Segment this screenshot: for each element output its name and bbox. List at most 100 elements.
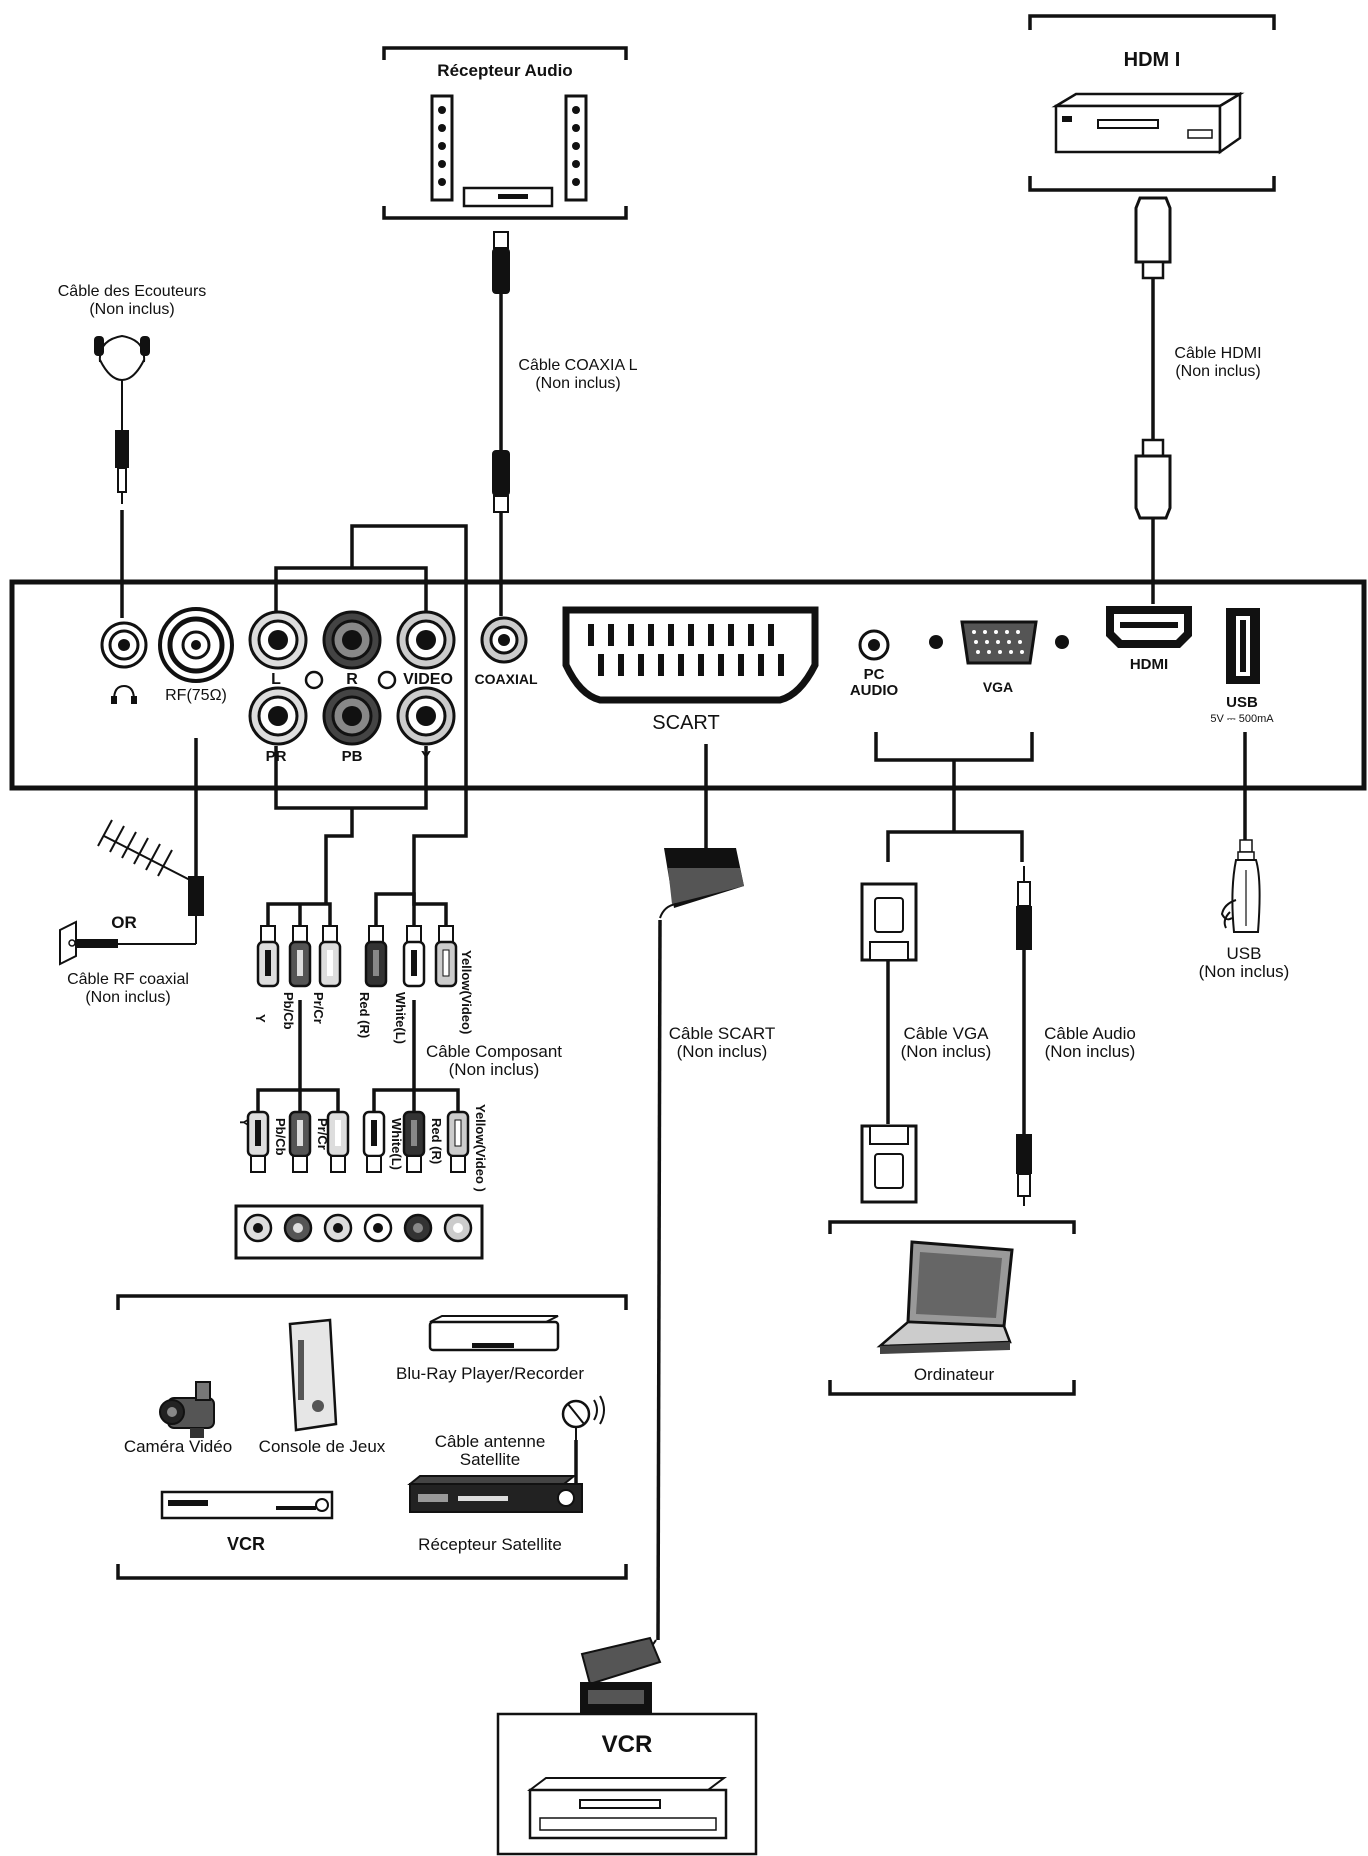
top-plug-label-y: Y <box>253 1014 268 1023</box>
vga-cable-note: (Non inclus) <box>901 1042 992 1061</box>
usb-cable-note: (Non inclus) <box>1199 962 1290 981</box>
audio-receiver-label: Récepteur Audio <box>437 61 572 80</box>
scart-pin <box>668 624 674 646</box>
camera-label: Caméra Vidéo <box>124 1437 232 1456</box>
scart-pin <box>718 654 724 676</box>
rf-cable <box>118 738 204 945</box>
pc-audio-jack <box>858 629 890 661</box>
scart-pin <box>648 624 654 646</box>
scart-pin <box>758 654 764 676</box>
vcr-box-icon <box>527 1777 728 1840</box>
scart-pin <box>638 654 644 676</box>
scart-pin <box>618 654 624 676</box>
jack-label-r: R <box>346 671 358 688</box>
scart-cable-label: Câble SCART <box>669 1024 775 1043</box>
hdmi-cable <box>1134 196 1172 604</box>
bottom-rca-plug-prcr <box>326 1110 350 1173</box>
component-cable-label: Câble Composant <box>426 1042 562 1061</box>
top-rca-plug-y <box>256 925 280 988</box>
scart-pin <box>688 624 694 646</box>
game-console-icon <box>288 1318 338 1432</box>
component-cable-note: (Non inclus) <box>449 1060 540 1079</box>
satellite-cable-label-1: Câble antenne <box>435 1432 546 1451</box>
coaxial-label: COAXIAL <box>475 671 538 687</box>
satellite-cable-label-2: Satellite <box>460 1450 520 1469</box>
console-label: Console de Jeux <box>259 1437 386 1456</box>
scart-pin <box>778 654 784 676</box>
vga-pin <box>972 630 976 634</box>
indicator-dot <box>377 670 397 690</box>
rca-jack-video <box>396 610 456 670</box>
top-rca-plug-pbcb <box>288 925 312 988</box>
usb-stick-hand-icon <box>1220 859 1261 933</box>
vga-pin <box>1020 650 1024 654</box>
usb-label: USB <box>1226 694 1258 711</box>
earphone-cable-label: Câble des Ecouteurs <box>58 283 207 300</box>
audio-cable-label: Câble Audio <box>1044 1024 1136 1043</box>
vga-pin <box>983 630 987 634</box>
vga-label: VGA <box>983 679 1013 695</box>
jack-label-l: L <box>271 671 281 688</box>
vga-pin <box>994 630 998 634</box>
bluray-player-icon <box>428 1315 560 1352</box>
top-rca-plug-white <box>402 925 426 988</box>
jack-label-video: VIDEO <box>403 671 453 688</box>
vga-cable-label: Câble VGA <box>903 1024 989 1043</box>
top-rca-plug-prcr <box>318 925 342 988</box>
rca-jack-l <box>248 610 308 670</box>
scart-pin <box>588 624 594 646</box>
scart-pin <box>728 624 734 646</box>
hdmi-label: HDMI <box>1130 656 1168 673</box>
scart-pin <box>658 654 664 676</box>
vga-pin <box>1018 640 1022 644</box>
hdmi-cable-note: (Non inclus) <box>1175 363 1260 380</box>
source-devices-bracket <box>116 1294 628 1580</box>
headphone-icon <box>111 684 137 704</box>
headphone-jack <box>100 621 148 669</box>
computer-label: Ordinateur <box>914 1365 995 1384</box>
bottom-rca-plug-red <box>402 1110 426 1173</box>
vga-pin <box>987 650 991 654</box>
component-wiring <box>256 524 468 1112</box>
scart-port <box>562 606 819 704</box>
rf-jack <box>158 607 234 683</box>
usb-spec: 5V ⎓ 500mA <box>1210 713 1274 725</box>
vga-pin <box>1016 630 1020 634</box>
usb-port <box>1226 608 1260 684</box>
pc-audio-label-2: AUDIO <box>850 682 899 699</box>
bottom-plug-label-yellow: Yellow(Video ) <box>473 1104 488 1192</box>
top-plug-label-red: Red (R) <box>357 992 372 1038</box>
scart-cable-note: (Non inclus) <box>677 1042 768 1061</box>
bottom-rca-plug-pbcb <box>288 1110 312 1173</box>
bottom-rca-plug-y <box>246 1110 270 1173</box>
hdmi-cable-label: Câble HDMI <box>1174 345 1261 362</box>
bottom-plug-label-y: Y <box>237 1118 252 1127</box>
bottom-plug-label-pbcb: Pb/Cb <box>273 1118 288 1156</box>
hdmi-port <box>1106 606 1192 648</box>
scart-pin <box>628 624 634 646</box>
vga-pin <box>998 650 1002 654</box>
earphone-cable-note: (Non inclus) <box>89 301 174 318</box>
scart-pin <box>608 624 614 646</box>
bottom-rca-plug-yellow <box>446 1110 470 1173</box>
vga-pin <box>1009 650 1013 654</box>
vga-plug-top <box>860 882 918 962</box>
scart-label: SCART <box>652 712 719 734</box>
top-rca-plug-red <box>364 925 388 988</box>
audio-cable <box>1016 866 1032 1206</box>
coaxial-cable-note: (Non inclus) <box>535 375 620 392</box>
bottom-rca-plug-white <box>362 1110 386 1173</box>
bluray-label: Blu-Ray Player/Recorder <box>396 1364 584 1383</box>
hdmi-device-label: HDM I <box>1124 49 1181 71</box>
vcr-group-label: VCR <box>227 1534 265 1554</box>
scart-pin <box>768 624 774 646</box>
coaxial-jack <box>480 616 528 664</box>
top-plug-label-prcr: Pr/Cr <box>311 992 326 1024</box>
vga-pin <box>985 640 989 644</box>
rf-cable-label: Câble RF coaxial <box>67 971 189 988</box>
vga-pin <box>1007 640 1011 644</box>
bottom-plug-label-red: Red (R) <box>429 1118 444 1164</box>
satellite-receiver-label: Récepteur Satellite <box>418 1535 562 1554</box>
vga-pin <box>976 650 980 654</box>
scart-pin <box>748 624 754 646</box>
